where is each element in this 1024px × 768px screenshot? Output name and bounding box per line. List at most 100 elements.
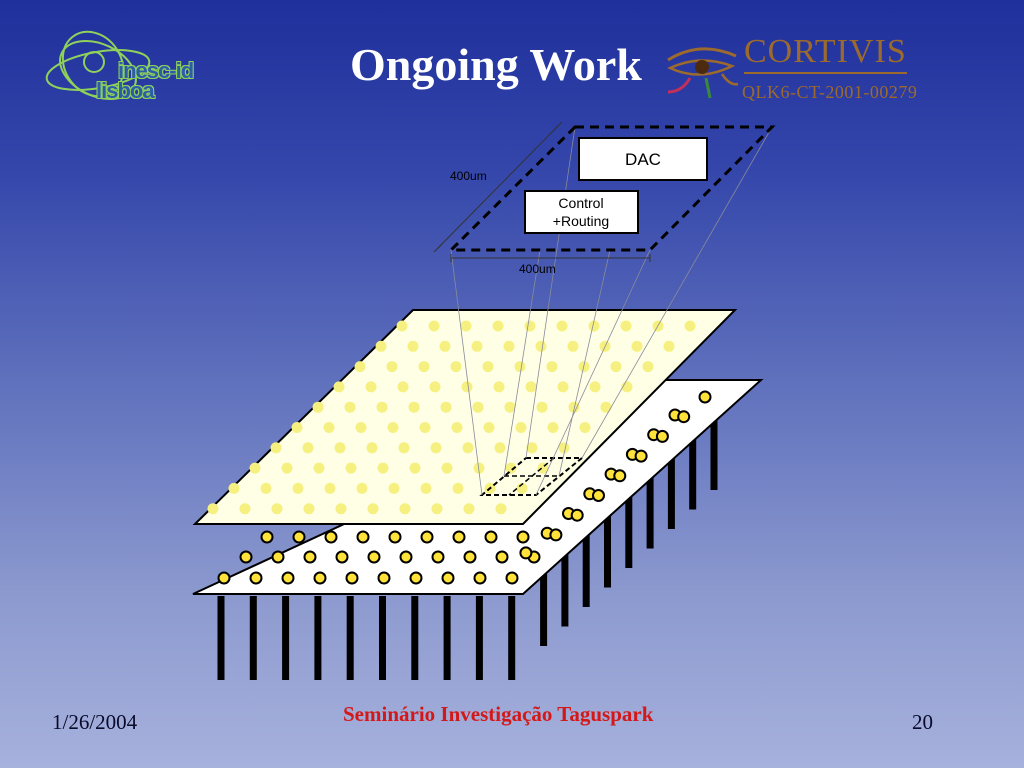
top-layer-electrodes: [207, 320, 696, 515]
top-electrode-dot: [399, 503, 411, 515]
bottom-electrode-dot: [505, 571, 519, 585]
top-electrode-dot: [515, 422, 527, 433]
top-electrode-dot: [281, 462, 293, 474]
top-electrode-dot: [335, 503, 347, 515]
top-electrode-dot: [377, 462, 389, 474]
bottom-electrode-dot: [292, 530, 306, 544]
pin: [540, 556, 548, 646]
bottom-electrode-dot: [335, 550, 349, 564]
top-electrode-dot: [366, 442, 378, 454]
top-electrode-dot: [345, 462, 357, 474]
top-electrode-dot: [440, 401, 452, 413]
pin: [282, 596, 290, 680]
top-electrode-dot: [291, 422, 303, 433]
pin: [475, 596, 483, 680]
top-electrode-dot: [663, 340, 675, 352]
bottom-electrode-dot: [484, 530, 498, 544]
top-electrode-dot: [313, 462, 325, 474]
top-electrode-dot: [535, 340, 547, 352]
top-electrode-dot: [344, 401, 356, 413]
pin: [710, 400, 718, 490]
bottom-layer-pins-right: [540, 400, 718, 646]
bottom-electrode-dot: [516, 530, 530, 544]
top-electrode-dot: [642, 361, 654, 373]
pin: [508, 596, 516, 680]
bottom-electrode-dot: [549, 528, 563, 542]
top-electrode-dot: [452, 482, 464, 494]
top-electrode-dot: [556, 320, 568, 332]
top-electrode-dot: [588, 320, 600, 332]
top-electrode-dot: [472, 401, 484, 413]
top-electrode-dot: [557, 381, 569, 393]
inesc-swirl-icon: [45, 30, 151, 101]
pin: [249, 596, 257, 680]
top-electrode-dot: [387, 422, 399, 433]
pin: [604, 497, 611, 588]
top-electrode-dot: [600, 401, 612, 413]
top-electrode-dot: [493, 381, 505, 393]
top-electrode-dot: [450, 361, 462, 373]
pin: [443, 596, 451, 680]
pin: [582, 517, 590, 607]
top-electrode-dot: [504, 401, 516, 413]
top-electrode-dot: [684, 320, 696, 332]
top-electrode-dot: [407, 340, 419, 352]
pin: [561, 536, 569, 627]
top-electrode-dot: [441, 462, 453, 474]
top-electrode-dot: [207, 503, 219, 515]
top-electrode-dot: [431, 503, 443, 515]
pin: [217, 596, 225, 680]
pin: [667, 439, 675, 529]
bottom-electrode-dot: [388, 530, 402, 544]
bottom-electrode-dot: [260, 530, 274, 544]
top-electrode-dot: [388, 482, 400, 494]
bottom-electrode-dot: [377, 571, 391, 585]
control-routing-block: [524, 190, 639, 234]
bottom-electrode-dot: [399, 550, 413, 564]
top-electrode-dot: [473, 462, 485, 474]
top-electrode-dot: [589, 381, 601, 393]
bottom-layer-electrodes: [217, 390, 712, 585]
bottom-electrode-dot: [356, 530, 370, 544]
footer-title: Seminário Investigação Taguspark: [343, 702, 654, 726]
bottom-electrode-dot: [431, 550, 445, 564]
top-electrode-dot: [546, 361, 558, 373]
slide-title: Ongoing Work: [350, 39, 642, 90]
bottom-electrode-dot: [495, 550, 509, 564]
bottom-electrode-dot: [281, 571, 295, 585]
top-electrode-dot: [396, 320, 408, 332]
pin: [689, 419, 697, 510]
bottom-electrode-dot: [473, 571, 487, 585]
top-electrode-dot: [324, 482, 336, 494]
top-electrode-dot: [239, 503, 251, 515]
dimension-diagonal-label: 400um: [450, 169, 487, 183]
pin: [314, 596, 322, 680]
bottom-electrode-dot: [239, 550, 253, 564]
bottom-electrode-dot: [313, 571, 327, 585]
top-electrode-dot: [429, 381, 441, 393]
bottom-electrode-dot: [570, 508, 584, 522]
top-electrode-dot: [495, 503, 507, 515]
top-electrode-dot: [525, 381, 537, 393]
page-number: 20: [912, 710, 933, 734]
bottom-electrode-dot: [592, 489, 605, 502]
top-electrode-dot: [365, 381, 377, 393]
top-electrode-dot: [386, 361, 398, 373]
dac-block: [578, 137, 708, 181]
bottom-electrode-dot: [303, 550, 317, 564]
top-electrode-dot: [409, 462, 421, 474]
inesc-logo-name: inesc-id: [118, 58, 194, 83]
top-electrode-dot: [461, 381, 473, 393]
top-electrode-dot: [419, 422, 431, 433]
dimension-diagonal: [433, 121, 563, 253]
top-electrode-dot: [482, 361, 494, 373]
bottom-electrode-dot: [249, 571, 263, 585]
top-electrode-dot: [505, 462, 517, 474]
bottom-electrode-dot: [613, 469, 627, 483]
bottom-electrode-dot: [324, 530, 338, 544]
top-layer-plate: [192, 309, 738, 525]
bottom-electrode-dot: [655, 429, 669, 443]
dac-label: DAC: [625, 150, 661, 169]
top-electrode-dot: [408, 401, 420, 413]
